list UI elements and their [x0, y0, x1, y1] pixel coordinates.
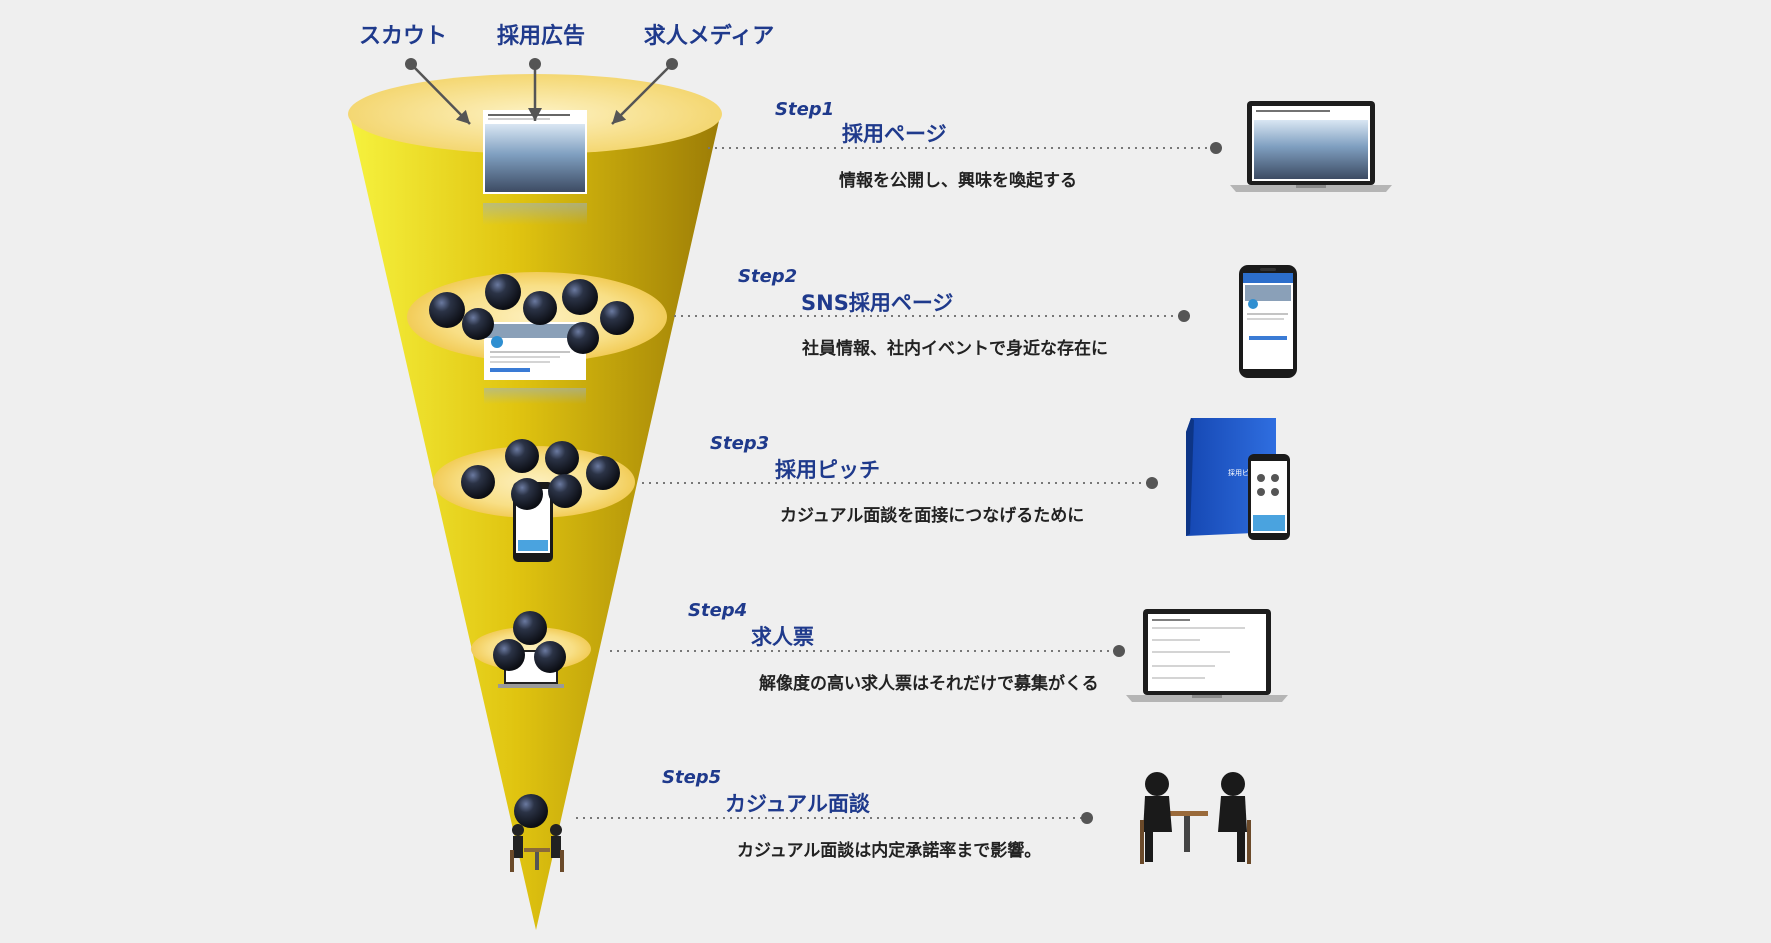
step3-title: 採用ピッチ — [775, 454, 880, 484]
step3-description: カジュアル面談を面接につなげるために — [780, 501, 1084, 526]
recruit-page-thumbnail — [483, 110, 587, 225]
candidate-ball — [514, 794, 548, 828]
step1-label: Step1 — [775, 99, 834, 120]
candidate-ball — [548, 474, 582, 508]
step2-label: Step2 — [738, 266, 797, 287]
step5-title: カジュアル面談 — [725, 788, 870, 818]
laptop-icon — [1230, 101, 1392, 192]
step5-label: Step5 — [662, 767, 721, 788]
candidate-ball — [534, 641, 566, 673]
candidate-ball — [462, 308, 494, 340]
meeting-icon — [1140, 772, 1251, 864]
step1-title: 採用ページ — [842, 118, 947, 148]
candidate-ball — [586, 456, 620, 490]
step4-label: Step4 — [688, 600, 747, 621]
candidate-ball — [545, 441, 579, 475]
candidate-ball — [511, 478, 543, 510]
step4-title: 求人票 — [751, 621, 814, 651]
leader-end-dot — [1210, 142, 1222, 154]
candidate-ball — [562, 279, 598, 315]
leader-end-dot — [1178, 310, 1190, 322]
candidate-ball — [600, 301, 634, 335]
laptop-document-icon — [1126, 609, 1288, 702]
source-label-ads: 採用広告 — [497, 18, 585, 50]
step2-title: SNS採用ページ — [801, 287, 953, 317]
leader-end-dot — [1113, 645, 1125, 657]
candidate-ball — [505, 439, 539, 473]
smartphone-icon — [1239, 265, 1297, 378]
step5-description: カジュアル面談は内定承諾率まで影響。 — [737, 836, 1041, 861]
candidate-ball — [461, 465, 495, 499]
leader-end-dot — [1081, 812, 1093, 824]
step2-description: 社員情報、社内イベントで身近な存在に — [802, 334, 1108, 359]
candidate-ball — [493, 639, 525, 671]
candidate-ball — [513, 611, 547, 645]
brochure-phone-icon: 採用ピッチ — [1186, 418, 1290, 540]
candidate-ball — [429, 292, 465, 328]
candidate-ball — [567, 322, 599, 354]
source-label-media: 求人メディア — [644, 18, 774, 50]
candidate-ball — [485, 274, 521, 310]
source-label-scout: スカウト — [359, 18, 447, 50]
step1-description: 情報を公開し、興味を喚起する — [839, 166, 1077, 191]
candidate-ball — [523, 291, 557, 325]
leader-end-dot — [1146, 477, 1158, 489]
step4-description: 解像度の高い求人票はそれだけで募集がくる — [759, 669, 1099, 694]
step3-label: Step3 — [710, 433, 769, 454]
